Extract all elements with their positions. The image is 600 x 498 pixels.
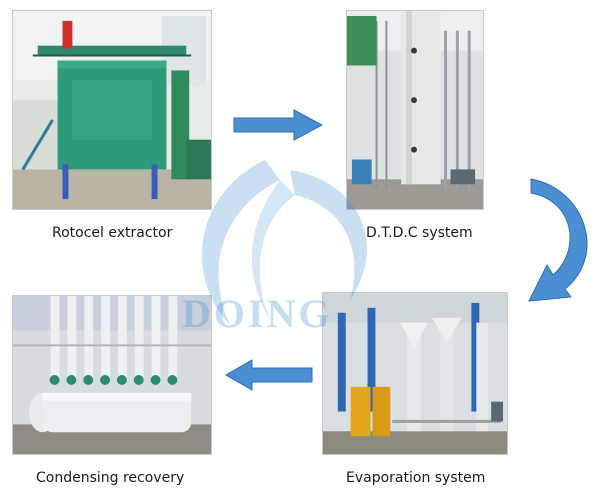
dtdc-system-photo (346, 10, 484, 210)
watermark-text: DOING (182, 291, 333, 336)
curved-down-arrow (525, 175, 597, 313)
evaporation-system-photo (322, 292, 508, 455)
condensing-recovery-photo (12, 295, 212, 455)
evaporation-system-label: Evaporation system (346, 470, 486, 486)
left-arrow (224, 358, 314, 392)
dtdc-system-label: D.T.D.C system (366, 225, 473, 241)
condensing-recovery-label: Condensing recovery (36, 470, 185, 486)
right-arrow (232, 108, 324, 142)
rotocel-extractor-label: Rotocel extractor (52, 225, 173, 241)
rotocel-extractor-photo (12, 10, 212, 210)
